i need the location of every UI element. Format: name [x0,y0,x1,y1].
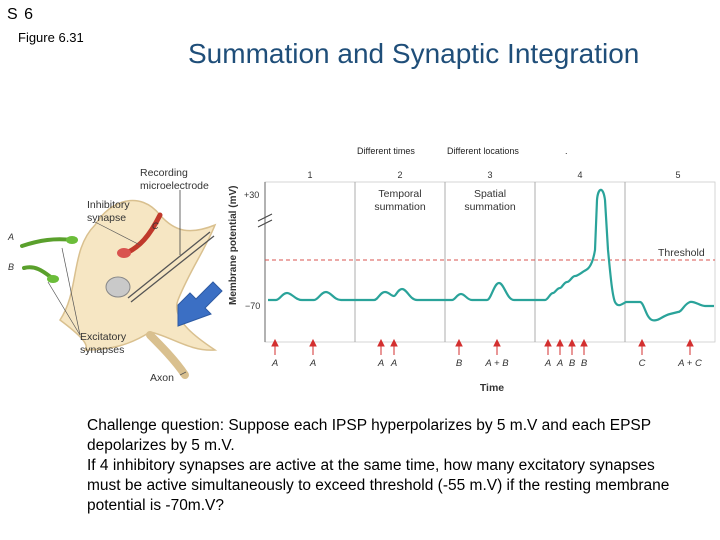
label-synapse-c: C [152,221,159,231]
x-axis-label: Time [480,382,504,394]
neuron-axon [146,331,189,379]
neuron-nucleus [105,276,131,298]
leader-line-axon [179,371,187,376]
annotation-dot: . [565,146,568,156]
excitatory-synapse-a-terminal [66,236,78,244]
challenge-question: Challenge question: Suppose each IPSP hy… [87,416,687,516]
inhibitory-synapse-terminal [117,248,131,258]
label-inhibitory-synapse-1: Inhibitory [87,199,130,211]
y-tick-top: +30 [244,190,259,200]
stimulus-arrow [271,338,279,355]
label-synapse-b: B [8,262,14,272]
stimulus-label: A [544,358,551,369]
stimulus-label: A [390,358,397,369]
leader-line-excitatory-a [61,247,81,336]
panel3-title-2: summation [464,201,516,213]
axis-break-2 [257,219,273,228]
stimulus-arrow [556,338,564,355]
panel-number-1: 1 [307,170,312,180]
stimulus-arrow [309,338,317,355]
recording-electrode-shaft [130,235,215,303]
annotation-different-times: Different times [357,146,415,156]
stimulus-label: B [569,358,576,369]
stimulus-label: B [456,358,463,369]
stimulus-arrow [568,338,576,355]
excitatory-synapse-b [22,265,54,280]
graph-frame [264,181,716,343]
label-recording-microelectrode-1: Recording [140,167,188,179]
stimulus-label: A [271,358,278,369]
stimulus-arrow [390,338,398,355]
panel-number-3: 3 [487,170,492,180]
stimulus-arrow [638,338,646,355]
stimulus-label: C [639,358,646,369]
label-excitatory-synapses-2: synapses [80,344,124,356]
question-line-1: Challenge question: Suppose each IPSP hy… [87,417,651,454]
neuron-cell-body [58,199,218,351]
label-excitatory-synapses-1: Excitatory [80,331,127,343]
panel-number-2: 2 [397,170,402,180]
panel-number-4: 4 [577,170,582,180]
label-synapse-a: A [7,232,14,242]
stimulus-arrow [580,338,588,355]
stimulus-label: A + C [677,358,702,369]
panel2-title-2: summation [374,201,426,213]
stimulus-arrow [493,338,501,355]
slide-number: S 6 [7,6,35,23]
label-axon: Axon [150,372,174,384]
synaptic-integration-figure: Recording microelectrode Inhibitory syna… [7,167,716,394]
y-axis-label: Membrane potential (mV) [228,186,239,305]
stimulus-arrow [455,338,463,355]
slide-title: Summation and Synaptic Integration [188,38,640,69]
stimulus-arrows [271,338,694,355]
leader-line-excitatory-b [47,281,81,336]
leader-line-inhibitory [94,221,141,246]
excitatory-synapse-b-terminal [47,275,59,283]
question-line-2: If 4 inhibitory synapses are active at t… [87,457,670,514]
stimulus-label: A [556,358,563,369]
stimulus-label: A + B [484,358,509,369]
stimulus-label: B [581,358,588,369]
annotation-different-locations: Different locations [447,146,519,156]
stimulus-label: A [377,358,384,369]
pointer-arrow-icon [177,281,223,327]
stimulus-arrow [686,338,694,355]
panel3-title-1: Spatial [474,188,506,200]
excitatory-synapse-a [20,237,74,248]
axis-break-1 [257,213,273,222]
figure-label: Figure 6.31 [18,30,84,45]
label-recording-microelectrode-2: microelectrode [140,180,209,192]
panel2-title-1: Temporal [378,188,421,200]
threshold-label: Threshold [658,247,705,259]
recording-electrode [127,231,211,299]
stimulus-arrow [544,338,552,355]
y-tick-bottom: −70 [245,301,260,311]
panel-number-5: 5 [675,170,680,180]
stimulus-arrow [377,338,385,355]
stimulus-label: A [309,358,316,369]
membrane-potential-trace [268,188,714,322]
label-inhibitory-synapse-2: synapse [87,212,126,224]
